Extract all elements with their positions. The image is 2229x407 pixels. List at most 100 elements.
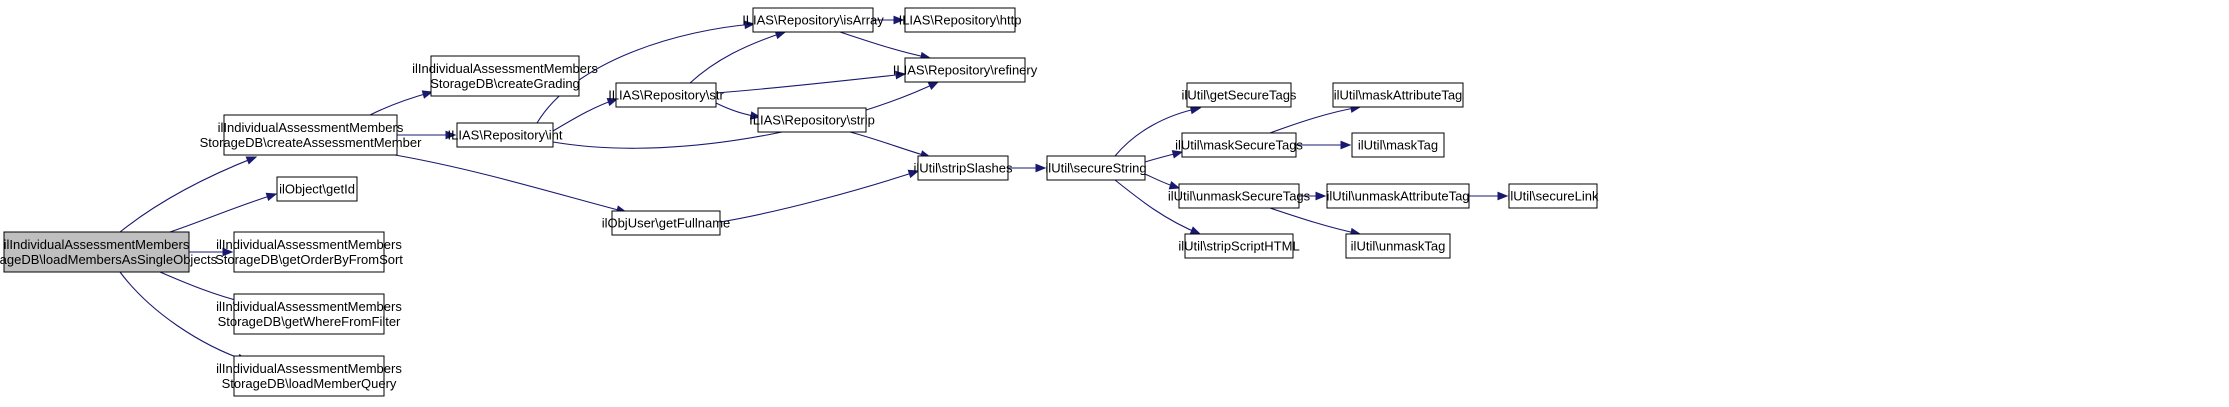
node-unmask-secure-tags[interactable]: ilUtil\unmaskSecureTags	[1168, 183, 1311, 209]
node-box	[233, 231, 385, 273]
node-mask-tag[interactable]: ilUtil\maskTag	[1351, 132, 1445, 158]
node-box	[611, 210, 721, 236]
node-box	[1508, 183, 1598, 209]
node-box	[904, 57, 1026, 83]
node-refinery[interactable]: ILIAS\Repository\refinery	[893, 57, 1038, 83]
node-http[interactable]: ILIAS\Repository\http	[899, 7, 1022, 33]
arrowhead-icon	[744, 20, 756, 30]
arrowhead-icon	[1189, 226, 1202, 235]
edge-create-assessment-member-to-get-fullname	[394, 154, 628, 214]
edge-line	[689, 31, 786, 84]
arrowhead-icon	[1171, 150, 1184, 159]
edge-get-fullname-to-strip-slashes	[719, 169, 920, 223]
edge-int-to-is-array	[536, 20, 756, 124]
arrowhead-icon	[222, 247, 234, 257]
arrowhead-icon	[445, 130, 457, 140]
arrowhead-icon	[245, 156, 258, 165]
arrowhead-icon	[927, 81, 940, 91]
edge-create-assessment-member-to-create-grading	[369, 90, 434, 116]
node-label-line: StorageDB\getWhereFromFilter	[218, 314, 401, 329]
node-mask-attribute-tag[interactable]: ilUtil\maskAttributeTag	[1332, 82, 1464, 108]
node-label-line: ILIAS\Repository\isArray	[742, 13, 884, 28]
node-get-secure-tags[interactable]: ilUtil\getSecureTags	[1182, 82, 1297, 108]
node-box	[1345, 233, 1451, 259]
node-box	[904, 7, 1016, 33]
edge-is-array-to-refinery	[839, 31, 932, 61]
edge-line	[159, 271, 244, 303]
node-is-array[interactable]: ILIAS\Repository\isArray	[742, 7, 884, 33]
node-box	[1046, 155, 1146, 181]
edge-line	[839, 31, 931, 59]
node-label-line: ilUtil\secureLink	[1507, 189, 1599, 204]
arrowhead-icon	[265, 192, 278, 201]
node-label-line: StorageDB\createGrading	[430, 76, 580, 91]
edge-mask-secure-tags-to-mask-attribute-tag	[1269, 104, 1362, 134]
arrowhead-icon	[1497, 191, 1509, 201]
node-get-where-from-filter[interactable]: ilIndividualAssessmentMembersStorageDB\g…	[216, 293, 402, 335]
edge-line	[369, 91, 433, 116]
node-box	[1181, 132, 1297, 158]
node-box	[1186, 82, 1292, 108]
node-mask-secure-tags[interactable]: ilUtil\maskSecureTags	[1175, 132, 1303, 158]
node-strip-slashes[interactable]: ilUtil\stripSlashes	[914, 155, 1013, 181]
node-label-line: ilIndividualAssessmentMembers	[216, 237, 402, 252]
node-label-line: ilUtil\maskAttributeTag	[1334, 88, 1463, 103]
edge-unmask-attribute-tag-to-secure-link	[1469, 191, 1509, 201]
node-int[interactable]: ILIAS\Repository\int	[448, 122, 563, 148]
node-label-line: ilUtil\maskTag	[1358, 138, 1438, 153]
node-box	[757, 107, 867, 133]
node-label-line: ilUtil\maskSecureTags	[1175, 138, 1303, 153]
node-create-assessment-member[interactable]: ilIndividualAssessmentMembersStorageDB\c…	[200, 114, 422, 156]
node-strip[interactable]: ILIAS\Repository\strip	[749, 107, 875, 133]
node-label-line: ILIAS\Repository\int	[448, 128, 563, 143]
edge-line	[715, 73, 906, 94]
arrowhead-icon	[1340, 140, 1352, 150]
node-strip-script-html[interactable]: ilUtil\stripScriptHTML	[1178, 233, 1300, 259]
edge-line	[119, 156, 257, 233]
arrowhead-icon	[421, 90, 434, 99]
node-label-line: ilIndividualAssessmentMembers	[216, 361, 402, 376]
node-box	[1332, 82, 1464, 108]
node-create-grading[interactable]: ilIndividualAssessmentMembersStorageDB\c…	[412, 55, 598, 97]
node-box	[615, 82, 717, 108]
node-box	[917, 155, 1009, 181]
call-graph-nodes: ilIndividualAssessmentMembersStorageDB\l…	[0, 7, 1599, 397]
edge-str-to-is-array	[689, 30, 787, 84]
edge-strip-to-strip-slashes	[849, 131, 932, 159]
node-label-line: StorageDB\getOrderByFromSort	[215, 252, 403, 267]
node-label-line: ilIndividualAssessmentMembers	[412, 61, 598, 76]
edge-line	[719, 170, 919, 223]
node-secure-link[interactable]: ilUtil\secureLink	[1507, 183, 1599, 209]
node-str[interactable]: ILIAS\Repository\str	[608, 82, 724, 108]
node-label-line: ILIAS\Repository\http	[899, 13, 1022, 28]
edge-line	[552, 98, 618, 132]
node-box	[233, 293, 385, 335]
edge-str-to-strip	[715, 102, 762, 120]
node-box	[430, 55, 580, 97]
node-label-line: ilUtil\unmaskSecureTags	[1168, 189, 1311, 204]
node-unmask-attribute-tag[interactable]: ilUtil\unmaskAttributeTag	[1326, 183, 1470, 209]
edge-line	[552, 81, 939, 149]
node-secure-string[interactable]: ilUtil\secureString	[1045, 155, 1147, 181]
edge-unmask-secure-tags-to-unmask-tag	[1269, 207, 1362, 237]
node-unmask-tag[interactable]: ilUtil\unmaskTag	[1345, 233, 1451, 259]
arrowhead-icon	[907, 169, 920, 179]
node-box	[1184, 233, 1294, 259]
edge-line	[119, 271, 248, 362]
node-label-line: ilUtil\unmaskTag	[1351, 239, 1446, 254]
node-label-line: ilUtil\unmaskAttributeTag	[1326, 189, 1469, 204]
node-label-line: ILIAS\Repository\refinery	[893, 63, 1038, 78]
node-load-member-query[interactable]: ilIndividualAssessmentMembersStorageDB\l…	[216, 355, 402, 397]
node-box	[456, 122, 554, 148]
edge-mask-secure-tags-to-mask-tag	[1296, 140, 1352, 150]
edge-load-members-as-single-objects-to-get-order-by-from-sort	[189, 247, 234, 257]
node-label-line: ilIndividualAssessmentMembers	[218, 120, 404, 135]
node-get-fullname[interactable]: ilObjUser\getFullname	[602, 210, 731, 236]
edge-secure-string-to-unmask-secure-tags	[1144, 173, 1181, 190]
node-get-id[interactable]: ilObject\getId	[276, 176, 358, 202]
node-get-order-by-from-sort[interactable]: ilIndividualAssessmentMembersStorageDB\g…	[215, 231, 403, 273]
arrowhead-icon	[893, 15, 905, 25]
edge-unmask-secure-tags-to-unmask-attribute-tag	[1299, 191, 1327, 201]
node-label-line: ILIAS\Repository\strip	[749, 113, 875, 128]
